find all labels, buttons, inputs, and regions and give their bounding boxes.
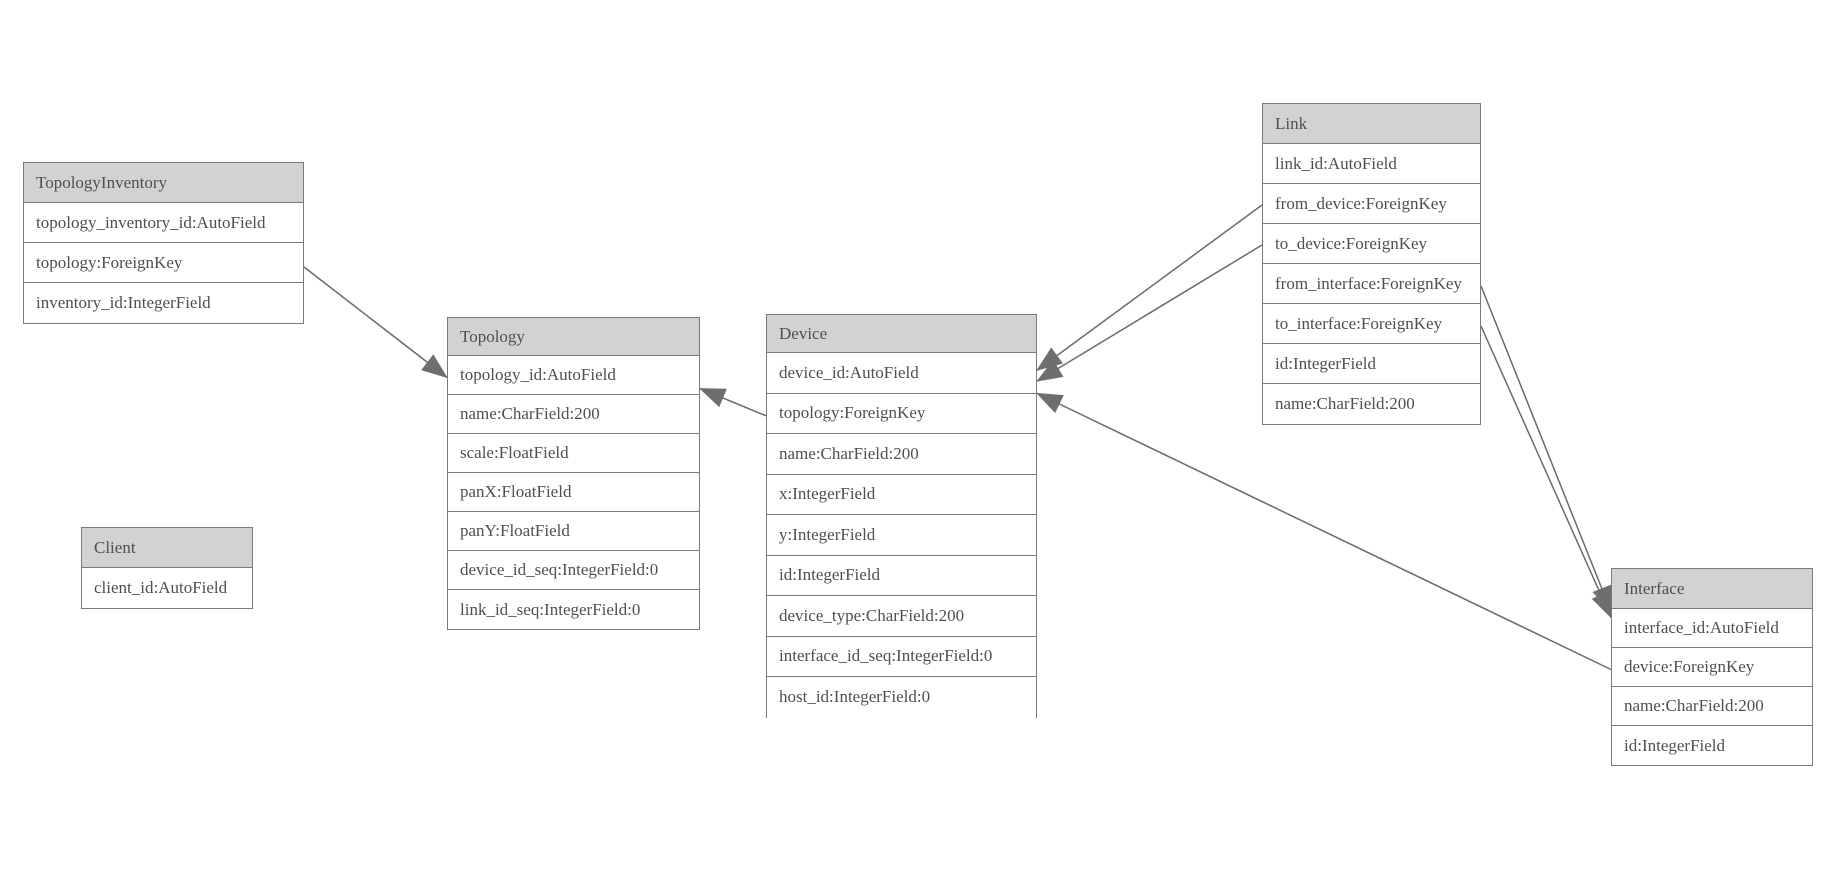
entity-title-interface: Interface: [1612, 569, 1812, 609]
edge-link-from_interface-interface: [1480, 285, 1612, 613]
field-row-device_type: device_type:CharField:200: [767, 596, 1036, 637]
entity-title-link: Link: [1263, 104, 1480, 144]
field-row-id: id:IntegerField: [1263, 344, 1480, 384]
field-row-name: name:CharField:200: [1612, 687, 1812, 726]
entity-title-device: Device: [767, 315, 1036, 353]
edge-device-topology: [699, 387, 767, 417]
field-row-from_interface: from_interface:ForeignKey: [1263, 264, 1480, 304]
field-row-inventory_id: inventory_id:IntegerField: [24, 283, 303, 323]
field-row-from_device: from_device:ForeignKey: [1263, 184, 1480, 224]
field-row-link_id_seq: link_id_seq:IntegerField:0: [448, 590, 699, 629]
field-row-device: device:ForeignKey: [1612, 648, 1812, 687]
field-row-link_id: link_id:AutoField: [1263, 144, 1480, 184]
field-row-interface_id: interface_id:AutoField: [1612, 609, 1812, 648]
field-row-panX: panX:FloatField: [448, 473, 699, 512]
field-row-topology: topology:ForeignKey: [767, 393, 1036, 434]
field-row-id: id:IntegerField: [767, 555, 1036, 596]
field-row-name: name:CharField:200: [1263, 384, 1480, 424]
entity-title-topology: Topology: [448, 318, 699, 356]
field-row-client_id: client_id:AutoField: [82, 568, 252, 608]
field-row-to_device: to_device:ForeignKey: [1263, 224, 1480, 264]
field-row-topology: topology:ForeignKey: [24, 243, 303, 283]
field-row-y: y:IntegerField: [767, 515, 1036, 556]
field-row-device_id_seq: device_id_seq:IntegerField:0: [448, 551, 699, 590]
field-row-interface_id_seq: interface_id_seq:IntegerField:0: [767, 636, 1036, 677]
field-row-host_id: host_id:IntegerField:0: [767, 677, 1036, 718]
field-row-topology_id: topology_id:AutoField: [448, 356, 699, 395]
field-row-name: name:CharField:200: [448, 395, 699, 434]
edge-link-from_device-device: [1036, 204, 1263, 371]
entity-title-topology_inventory: TopologyInventory: [24, 163, 303, 203]
edge-interface-device-device: [1036, 392, 1612, 671]
field-row-to_interface: to_interface:ForeignKey: [1263, 304, 1480, 344]
field-row-x: x:IntegerField: [767, 474, 1036, 515]
edge-link-to_interface-interface: [1480, 325, 1612, 619]
field-row-device_id: device_id:AutoField: [767, 353, 1036, 394]
field-row-scale: scale:FloatField: [448, 434, 699, 473]
field-row-name: name:CharField:200: [767, 434, 1036, 475]
entity-title-client: Client: [82, 528, 252, 568]
edge-topologyinventory-topology: [303, 266, 448, 379]
edge-link-to_device-device: [1036, 244, 1263, 382]
field-row-id: id:IntegerField: [1612, 726, 1812, 765]
field-row-panY: panY:FloatField: [448, 512, 699, 551]
field-row-topology_inventory_id: topology_inventory_id:AutoField: [24, 203, 303, 243]
